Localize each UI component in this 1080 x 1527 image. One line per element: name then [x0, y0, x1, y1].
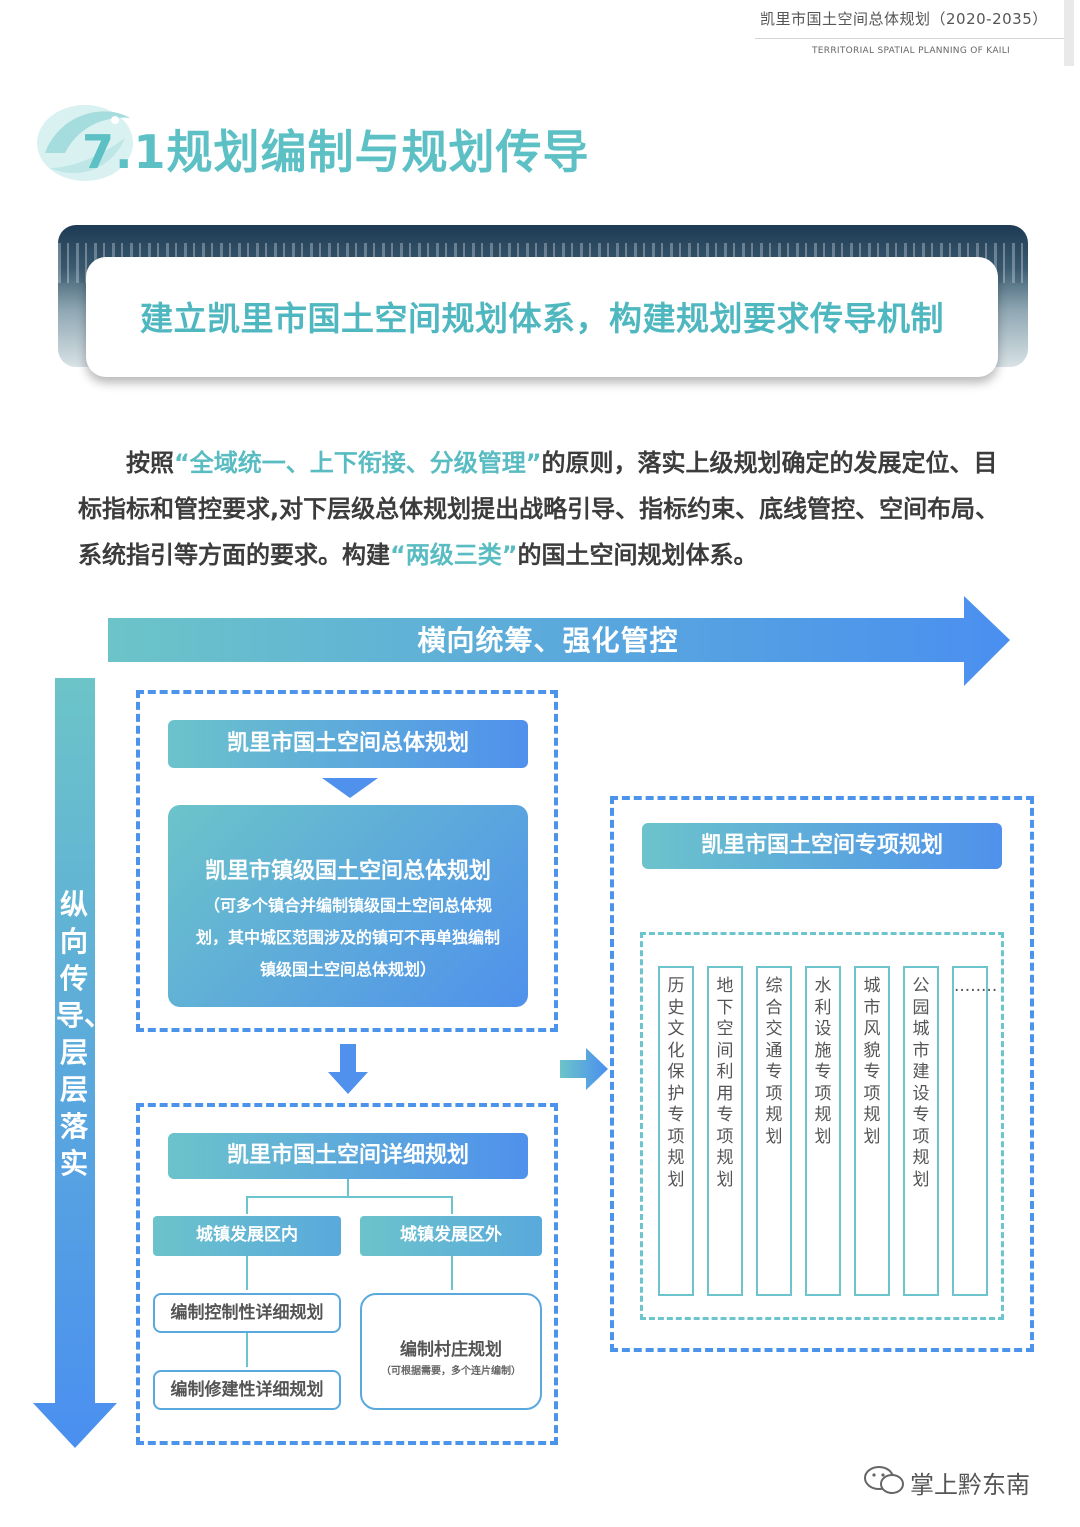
special-plan-box: 凯里市国土空间专项规划: [642, 823, 1002, 869]
horizontal-arrow-label: 横向统筹、强化管控: [417, 624, 679, 657]
village-plan-box: 编制村庄规划 （可根据需要，多个连片编制）: [360, 1293, 542, 1410]
connector-line: [246, 1333, 248, 1367]
connector-line: [451, 1256, 453, 1290]
outside-zone-box: 城镇发展区外: [360, 1216, 542, 1256]
special-plan-item-label: 综合交通专项规划: [765, 976, 783, 1147]
general-plan-group: [136, 690, 558, 1032]
special-plan-item: 综合交通专项规划: [756, 966, 792, 1296]
vertical-arrow-label: 纵向传导、层层落实: [56, 888, 113, 1180]
down-triangle-icon: [322, 778, 378, 798]
special-plan-item-label: 城市风貌专项规划: [863, 976, 881, 1147]
down-arrow-icon: [328, 1044, 368, 1094]
right-arrow-icon: [560, 1048, 608, 1090]
special-plan-item-label: 公园城市建设专项规划: [912, 976, 930, 1190]
special-plan-list-frame: [640, 932, 1004, 1320]
intro-text-1: 按照: [126, 449, 174, 477]
special-plan-item: 城市风貌专项规划: [854, 966, 890, 1296]
control-detail-plan-box: 编制控制性详细规划: [153, 1293, 341, 1333]
vertical-arrow: [33, 678, 117, 1448]
header-side-bar: [1064, 0, 1074, 66]
section-title: 7.1规划编制与规划传导: [82, 125, 590, 179]
town-plan-title: 凯里市镇级国土空间总体规划: [204, 859, 491, 884]
repair-detail-plan-box: 编制修建性详细规划: [153, 1370, 341, 1410]
special-plan-list: 历史文化保护专项规划 地下空间利用专项规划 综合交通专项规划 水利设施专项规划 …: [658, 966, 998, 1296]
horizontal-arrow: [108, 596, 1010, 686]
footer-watermark: 掌上黔东南: [910, 1471, 1030, 1499]
special-plan-item-label: 历史文化保护专项规划: [667, 976, 685, 1190]
connector-line: [246, 1196, 248, 1214]
special-plan-item-label: 水利设施专项规划: [814, 976, 832, 1147]
special-plan-item: 历史文化保护专项规划: [658, 966, 694, 1296]
special-plan-item: ........: [952, 966, 998, 1296]
intro-paragraph: 按照“全域统一、上下衔接、分级管理”的原则，落实上级规划确定的发展定位、目标指标…: [78, 440, 1008, 578]
inside-zone-box: 城镇发展区内: [153, 1216, 341, 1256]
special-plan-group: [610, 796, 1034, 1352]
header-divider: [755, 38, 1065, 39]
special-plan-item: 地下空间利用专项规划: [707, 966, 743, 1296]
fish-logo-icon: [37, 105, 133, 181]
village-plan-note: （可根据需要，多个连片编制）: [381, 1366, 521, 1377]
master-plan-box: 凯里市国土空间总体规划: [168, 720, 528, 768]
intro-text-3: 的国土空间规划体系。: [517, 541, 758, 569]
special-plan-item: 水利设施专项规划: [805, 966, 841, 1296]
intro-highlight-principle: “全域统一、上下衔接、分级管理”: [174, 449, 542, 477]
connector-line: [451, 1196, 453, 1214]
detail-plan-group: [136, 1103, 558, 1445]
special-plan-item: 公园城市建设专项规划: [903, 966, 939, 1296]
town-plan-note: （可多个镇合并编制镇级国土空间总体规划，其中城区范围涉及的镇可不再单独编制镇级国…: [195, 896, 500, 979]
connector-line: [246, 1256, 248, 1290]
village-plan-title: 编制村庄规划: [400, 1340, 502, 1360]
intro-highlight-system: “两级三类”: [390, 541, 518, 569]
detail-plan-box: 凯里市国土空间详细规划: [168, 1133, 528, 1179]
connector-line: [347, 1179, 349, 1197]
special-plan-item-label: ........: [954, 976, 998, 996]
document-header-subtitle: TERRITORIAL SPATIAL PLANNING OF KAILI: [812, 46, 1011, 56]
intro-text-2: 的原则，落实上级规划确定的发展定位、目标指标和管控要求,对下层级总体规划提出战略…: [78, 449, 1000, 569]
wechat-icon: [864, 1466, 904, 1494]
document-header-title: 凯里市国土空间总体规划（2020-2035）: [760, 10, 1048, 28]
special-plan-item-label: 地下空间利用专项规划: [716, 976, 734, 1190]
town-plan-box: 凯里市镇级国土空间总体规划 （可多个镇合并编制镇级国土空间总体规划，其中城区范围…: [168, 805, 528, 1007]
banner-heading: 建立凯里市国土空间规划体系，构建规划要求传导机制: [140, 299, 944, 338]
banner-card: [86, 257, 998, 377]
connector-line: [246, 1196, 453, 1198]
